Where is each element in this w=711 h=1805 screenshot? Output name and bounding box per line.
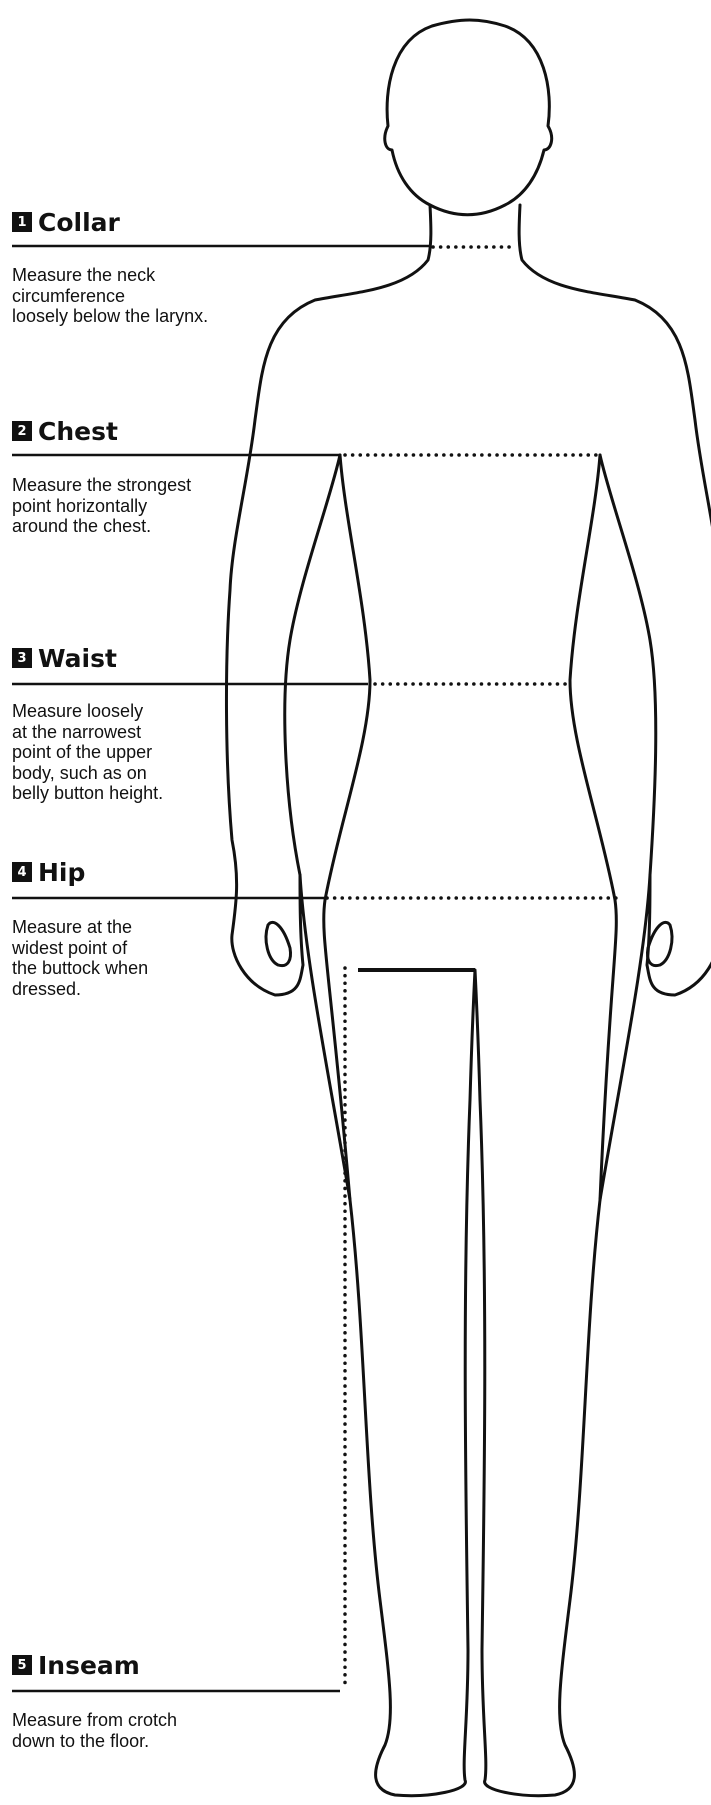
- inseam-label: 5 Inseam: [12, 1650, 262, 1680]
- right-hand-inner: [648, 922, 672, 965]
- body-outline: [226, 205, 711, 1796]
- head-outline: [385, 20, 552, 215]
- right-torso-side: [570, 455, 616, 1200]
- left-arm-inner: [285, 455, 340, 875]
- collar-label: 1 Collar: [12, 207, 262, 237]
- collar-number-badge: 1: [12, 212, 32, 232]
- waist-title: Waist: [38, 644, 117, 673]
- waist-label: 3 Waist: [12, 643, 262, 673]
- chest-label: 2 Chest: [12, 416, 262, 446]
- right-arm-inner: [600, 455, 656, 875]
- collar-description: Measure the neck circumference loosely b…: [12, 265, 208, 327]
- left-hand-inner: [266, 922, 290, 965]
- inseam-number-badge: 5: [12, 1655, 32, 1675]
- inseam-description: Measure from crotch down to the floor.: [12, 1710, 177, 1751]
- waist-number-badge: 3: [12, 648, 32, 668]
- hip-title: Hip: [38, 858, 85, 887]
- waist-description: Measure loosely at the narrowest point o…: [12, 701, 163, 804]
- hip-label: 4 Hip: [12, 857, 262, 887]
- chest-title: Chest: [38, 417, 118, 446]
- chest-description: Measure the strongest point horizontally…: [12, 475, 191, 537]
- collar-title: Collar: [38, 208, 120, 237]
- hip-description: Measure at the widest point of the butto…: [12, 917, 148, 999]
- inseam-title: Inseam: [38, 1651, 140, 1680]
- hip-number-badge: 4: [12, 862, 32, 882]
- chest-number-badge: 2: [12, 421, 32, 441]
